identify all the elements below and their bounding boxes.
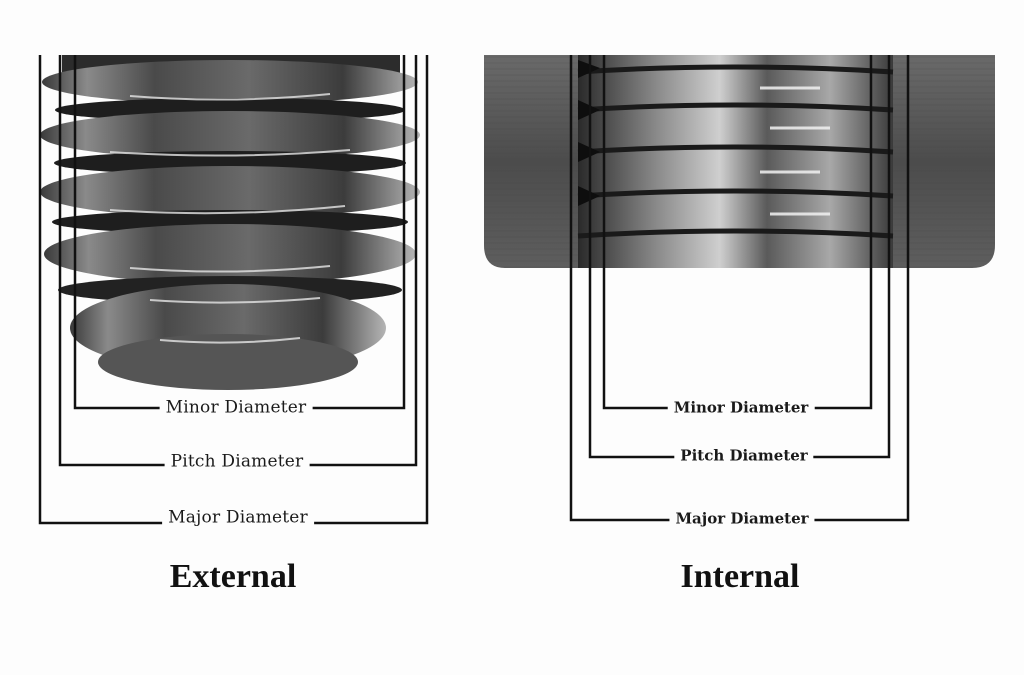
internal-thread-nut — [484, 55, 995, 268]
bolt-highlights — [109, 93, 351, 344]
bolt-thread-crests — [40, 60, 420, 390]
nut-thread-grooves — [577, 64, 894, 239]
external-thread-bolt — [40, 55, 420, 390]
internal-caption: Internal — [680, 558, 800, 595]
nut-bore — [578, 55, 893, 268]
internal-minor-diameter-label: Minor Diameter — [667, 400, 815, 416]
internal-major-diameter-label: Major Diameter — [669, 511, 815, 527]
nut-highlights — [760, 86, 830, 216]
external-minor-diameter-label: Minor Diameter — [159, 399, 313, 417]
external-major-diameter-label: Major Diameter — [162, 509, 314, 527]
internal-pitch-diameter-label: Pitch Diameter — [674, 448, 814, 464]
external-pitch-diameter-label: Pitch Diameter — [164, 453, 310, 471]
external-caption: External — [169, 558, 297, 595]
